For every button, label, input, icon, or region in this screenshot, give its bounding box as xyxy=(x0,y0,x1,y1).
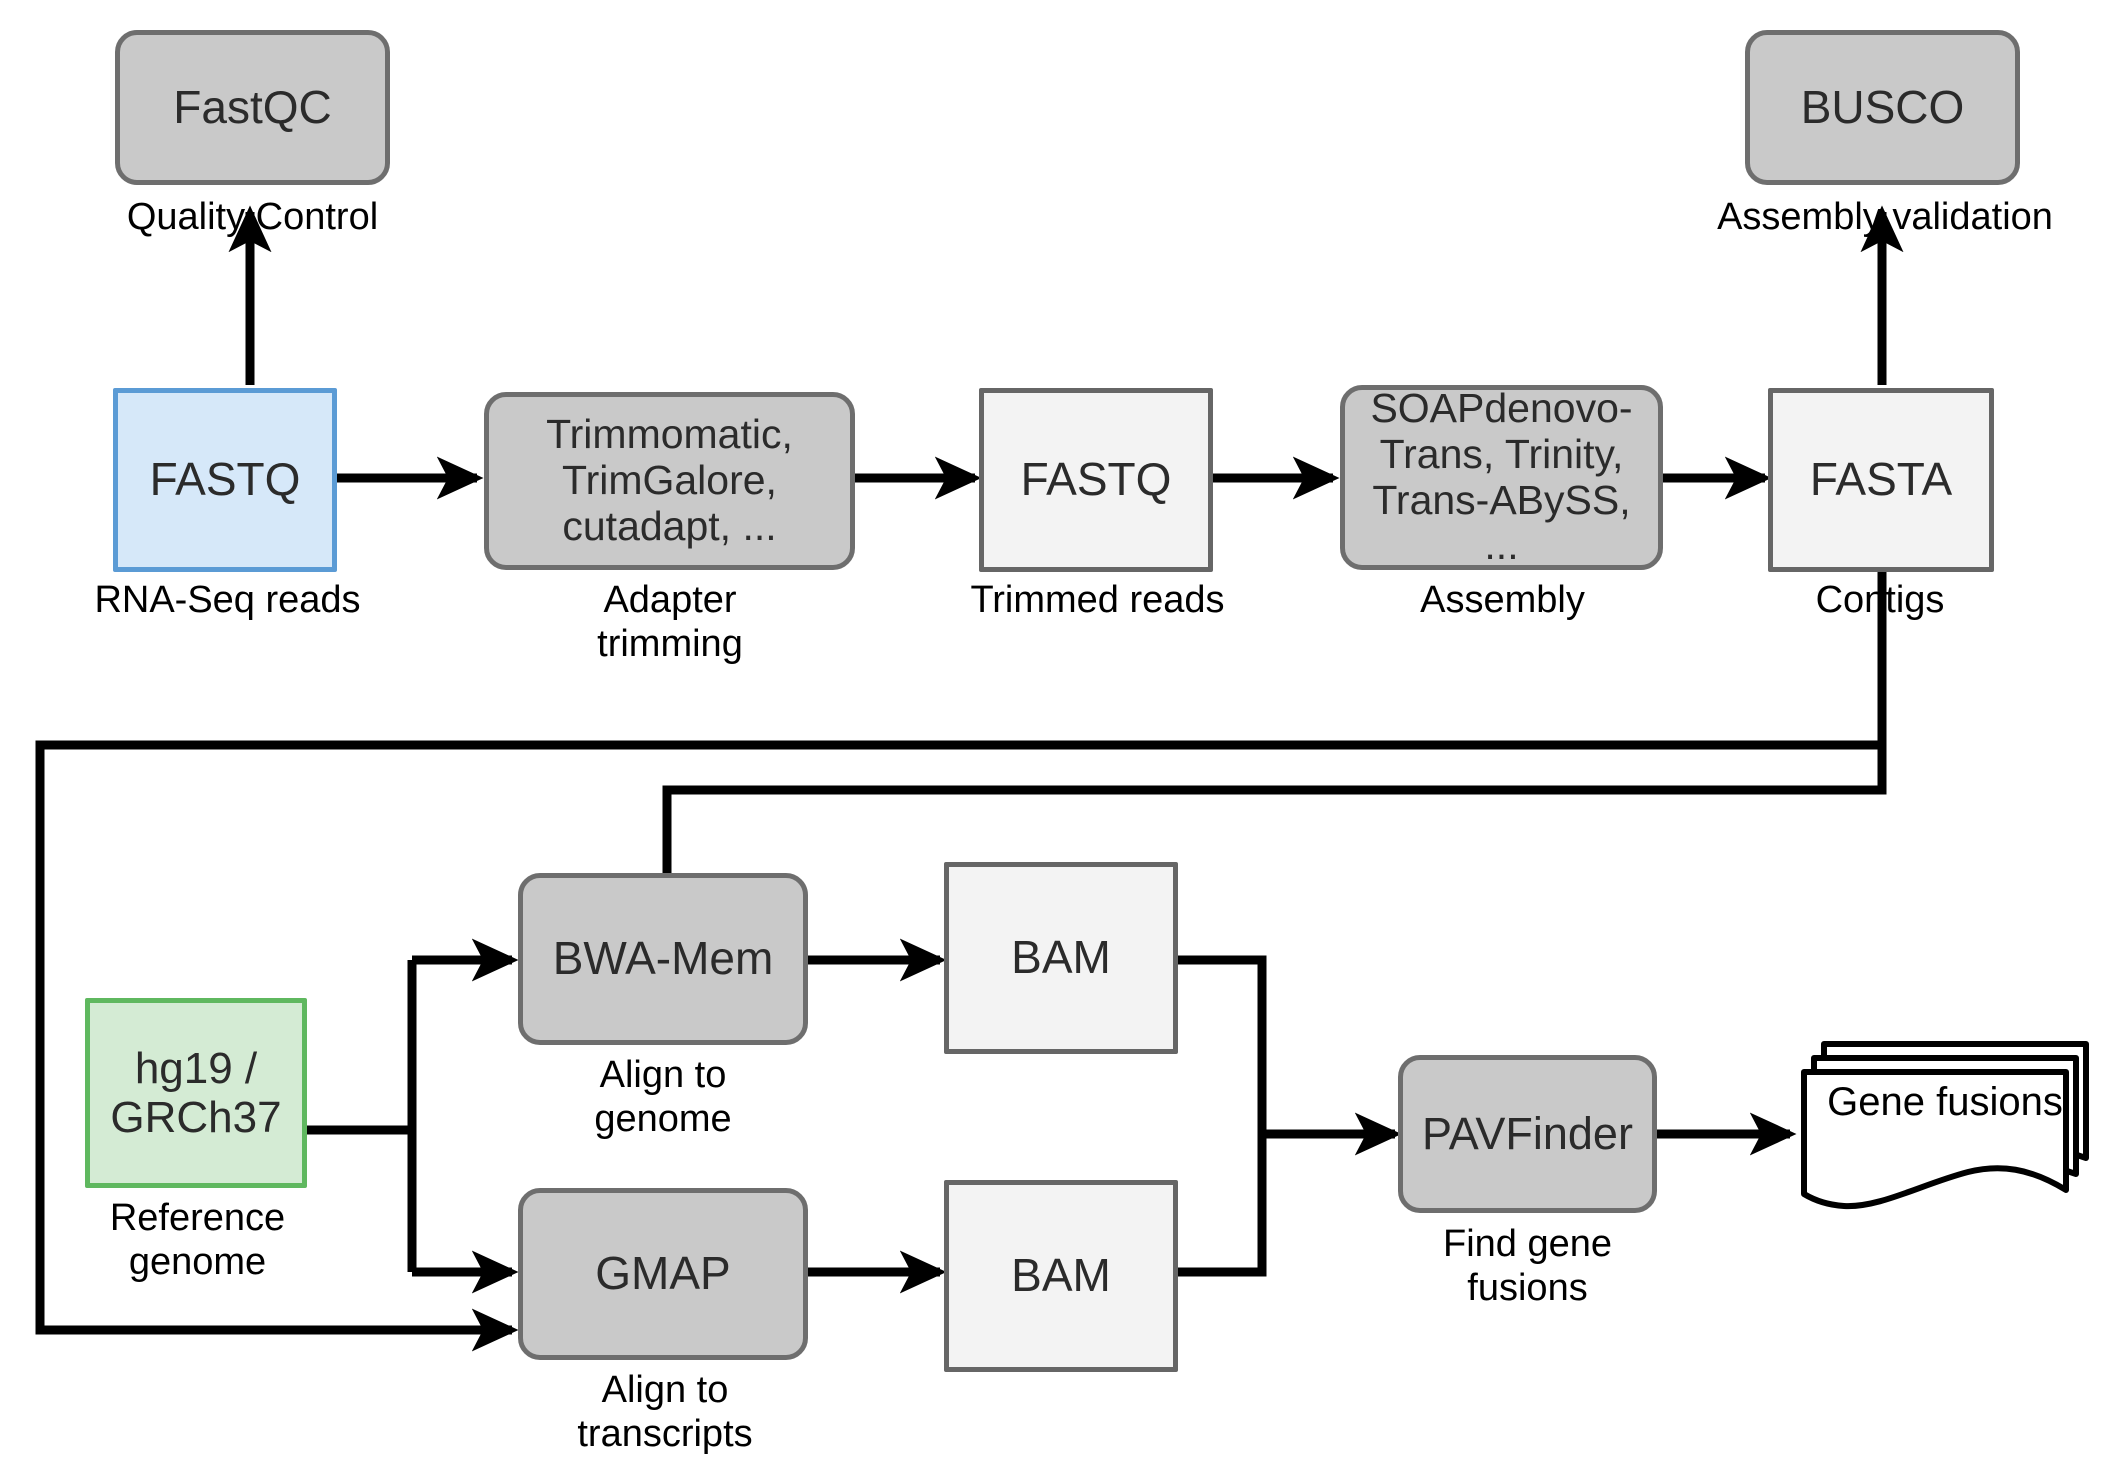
edge-bam-transcripts-to-merge xyxy=(1178,1134,1267,1277)
node-assembly[interactable]: SOAPdenovo- Trans, Trinity, Trans-ABySS,… xyxy=(1340,385,1663,570)
node-pavfinder-label: PAVFinder xyxy=(1422,1107,1633,1159)
caption-pavfinder: Find gene fusions xyxy=(1442,1223,1612,1310)
node-pavfinder[interactable]: PAVFinder xyxy=(1398,1055,1657,1213)
node-fastq-raw-label: FASTQ xyxy=(149,453,301,506)
node-busco[interactable]: BUSCO xyxy=(1745,30,2020,185)
caption-fasta-contigs: Contigs xyxy=(1815,579,1945,621)
node-bam-transcripts[interactable]: BAM xyxy=(944,1180,1178,1372)
node-fastq-raw[interactable]: FASTQ xyxy=(113,388,337,572)
caption-fastq-trimmed: Trimmed reads xyxy=(970,579,1225,621)
node-bam-genome-label: BAM xyxy=(1011,931,1111,984)
node-bwa-mem[interactable]: BWA-Mem xyxy=(518,873,808,1045)
node-gene-fusions[interactable]: Gene fusions xyxy=(1800,1022,2100,1222)
caption-trimming: Adapter trimming xyxy=(597,579,743,666)
node-fastq-trimmed-label: FASTQ xyxy=(1020,453,1172,506)
caption-assembly: Assembly xyxy=(1420,579,1585,621)
node-bam-transcripts-label: BAM xyxy=(1011,1249,1111,1302)
node-reference-genome-label: hg19 / GRCh37 xyxy=(110,1043,282,1142)
node-trimming-label: Trimmomatic, TrimGalore, cutadapt, ... xyxy=(546,411,793,549)
node-fastqc-label: FastQC xyxy=(173,80,332,133)
node-gene-fusions-label: Gene fusions xyxy=(1827,1080,2063,1124)
node-gmap-label: GMAP xyxy=(595,1247,731,1300)
caption-bwa-mem: Align to genome xyxy=(594,1054,732,1141)
node-fasta-contigs[interactable]: FASTA xyxy=(1768,388,1994,572)
node-bwa-mem-label: BWA-Mem xyxy=(552,932,774,985)
node-busco-label: BUSCO xyxy=(1800,80,1965,133)
node-fastqc[interactable]: FastQC xyxy=(115,30,390,185)
node-bam-genome[interactable]: BAM xyxy=(944,862,1178,1054)
node-fastq-trimmed[interactable]: FASTQ xyxy=(979,388,1213,572)
node-reference-genome[interactable]: hg19 / GRCh37 xyxy=(85,998,307,1188)
document-stack-icon xyxy=(1801,1041,2089,1210)
caption-fastq-raw: RNA-Seq reads xyxy=(94,579,361,621)
caption-busco: Assembly validation xyxy=(1717,196,2053,238)
node-gmap[interactable]: GMAP xyxy=(518,1188,808,1360)
node-trimming[interactable]: Trimmomatic, TrimGalore, cutadapt, ... xyxy=(484,392,855,570)
caption-reference-genome: Reference genome xyxy=(109,1197,286,1284)
node-assembly-label: SOAPdenovo- Trans, Trinity, Trans-ABySS,… xyxy=(1370,384,1633,569)
node-fasta-contigs-label: FASTA xyxy=(1809,453,1953,506)
caption-gmap: Align to transcripts xyxy=(577,1369,753,1456)
edge-bam-genome-to-merge xyxy=(1178,955,1267,1134)
caption-fastqc: Quality Control xyxy=(126,196,379,238)
